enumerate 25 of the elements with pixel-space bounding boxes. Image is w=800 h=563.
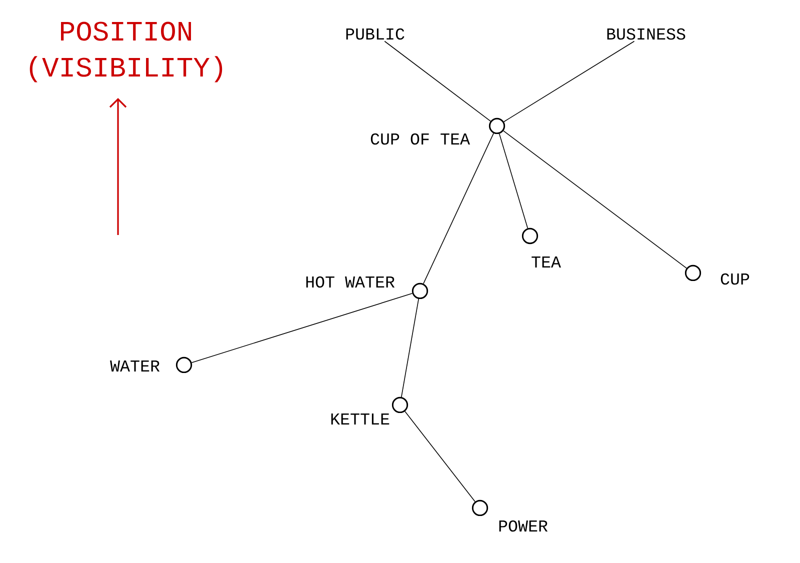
connector-line — [404, 410, 476, 502]
component-label: HOT WATER — [306, 276, 395, 288]
node-label: BUSINESS — [607, 28, 686, 40]
component-label: CUP — [720, 273, 750, 285]
connector-line — [423, 132, 494, 284]
connector-line — [503, 40, 635, 122]
component-circle — [488, 118, 506, 134]
component-circle — [392, 396, 408, 414]
connector-line — [503, 130, 687, 269]
component-circle — [412, 282, 428, 300]
component-circle — [472, 500, 488, 516]
axis-title: POSITION (VISIBILITY) — [30, 22, 222, 82]
component-circle — [176, 356, 192, 374]
component-label: CUP OF TEA — [370, 133, 470, 145]
connector-line — [401, 298, 419, 398]
connector-line — [498, 133, 528, 229]
component-label: TEA — [532, 256, 561, 268]
connector-line — [191, 293, 413, 363]
component-circle — [684, 264, 702, 282]
component-label: KETTLE — [331, 414, 390, 424]
component-label: WATER — [110, 360, 160, 372]
component-label: POWER — [499, 520, 548, 532]
connector-line — [384, 40, 491, 122]
component-circle — [522, 228, 538, 244]
node-label: PUBLIC — [346, 28, 404, 40]
